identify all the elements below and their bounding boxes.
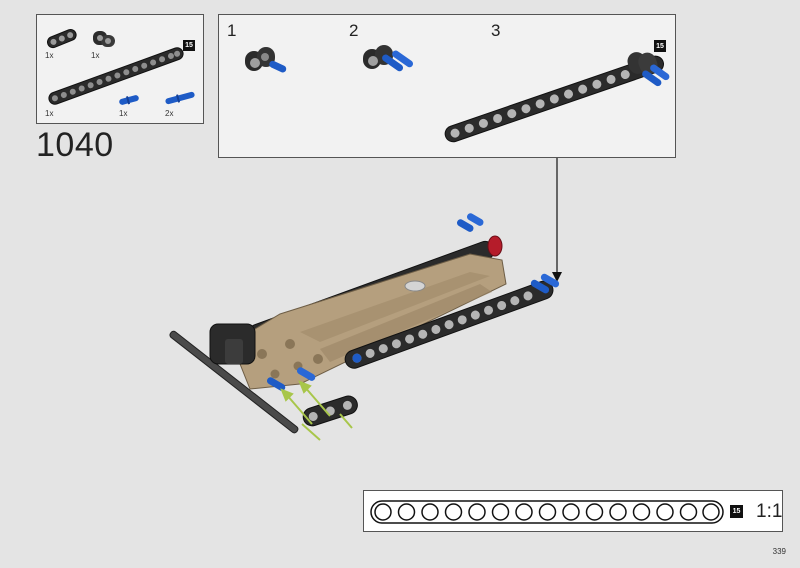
subassembly-length-badge: 15	[654, 40, 666, 52]
qty-beam-15: 1x	[45, 109, 54, 118]
main-model-illustration	[169, 213, 560, 441]
beam-3-part	[47, 28, 77, 49]
subassembly-box: 1 2 3 15	[218, 14, 676, 158]
substep-1-illustration	[245, 47, 287, 73]
substep-1-number: 1	[227, 21, 237, 40]
axle-pin-blue-part	[165, 91, 195, 105]
scale-label: 1:1	[756, 501, 783, 522]
step-number: 1040	[36, 126, 114, 164]
substep-3-number: 3	[491, 21, 501, 40]
qty-angle-connector: 1x	[91, 51, 100, 60]
qty-beam-3: 1x	[45, 51, 54, 60]
parts-list-box: 1x 1x 1x 15 1x 2x	[36, 14, 204, 124]
pin-blue-part	[119, 95, 139, 105]
substep-3-illustration	[444, 52, 670, 143]
green-arrow-icons	[280, 380, 353, 441]
angle-connector-part	[93, 31, 115, 47]
substep-2-illustration	[363, 45, 414, 72]
qty-axle-pin-blue: 2x	[165, 109, 174, 118]
beam-15-ruler	[370, 500, 724, 524]
ruler-length-badge: 15	[730, 505, 743, 518]
substep-2-number: 2	[349, 21, 359, 40]
page-number: 339	[772, 547, 786, 556]
parts-length-badge: 15	[183, 40, 195, 51]
qty-pin-blue: 1x	[119, 109, 128, 118]
scale-ruler-box: 15 1:1	[363, 490, 783, 532]
beam-15-part	[48, 47, 184, 105]
